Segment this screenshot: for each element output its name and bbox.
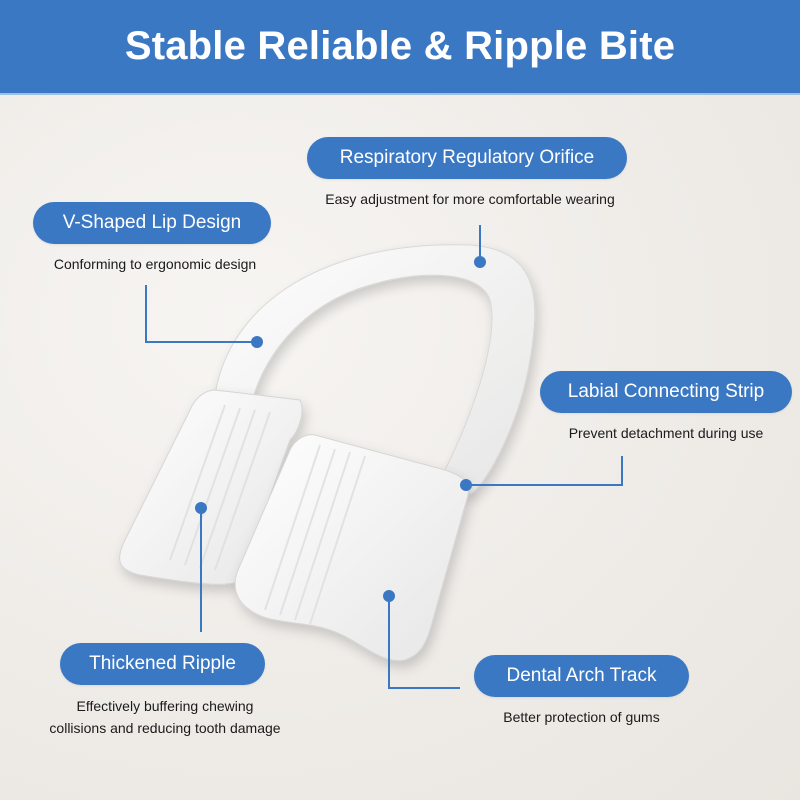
callout-thickened-desc-line2: collisions and reducing tooth damage <box>49 720 281 736</box>
callout-respiratory-title: Respiratory Regulatory Orifice <box>307 137 627 179</box>
connector-dental <box>388 596 460 689</box>
callout-dental-desc: Better protection of gums <box>503 709 660 725</box>
right-ripple-pad <box>234 434 469 662</box>
header-banner: Stable Reliable & Ripple Bite <box>0 0 800 95</box>
callout-thickened-desc-line1: Effectively buffering chewing <box>76 698 254 714</box>
callout-dental-title: Dental Arch Track <box>474 655 689 697</box>
arch-loop <box>214 244 536 496</box>
marker-dot <box>195 502 207 514</box>
callout-v-shaped-desc: Conforming to ergonomic design <box>53 256 257 272</box>
left-ripple-pad <box>119 389 303 585</box>
callout-thickened-title: Thickened Ripple <box>60 643 265 685</box>
marker-dot <box>474 256 486 268</box>
page-title: Stable Reliable & Ripple Bite <box>124 24 676 68</box>
connector-labial <box>466 456 623 486</box>
callout-respiratory-desc: Easy adjustment for more comfortable wea… <box>325 191 615 207</box>
callout-v-shaped-title: V-Shaped Lip Design <box>33 202 271 244</box>
callout-labial-title: Labial Connecting Strip <box>540 371 792 413</box>
marker-dot <box>383 590 395 602</box>
marker-dot <box>251 336 263 348</box>
callout-labial-desc: Prevent detachment during use <box>568 425 764 441</box>
connector-v-shaped <box>145 285 257 343</box>
callout-thickened-desc: Effectively buffering chewing collisions… <box>30 695 300 739</box>
marker-dot <box>460 479 472 491</box>
